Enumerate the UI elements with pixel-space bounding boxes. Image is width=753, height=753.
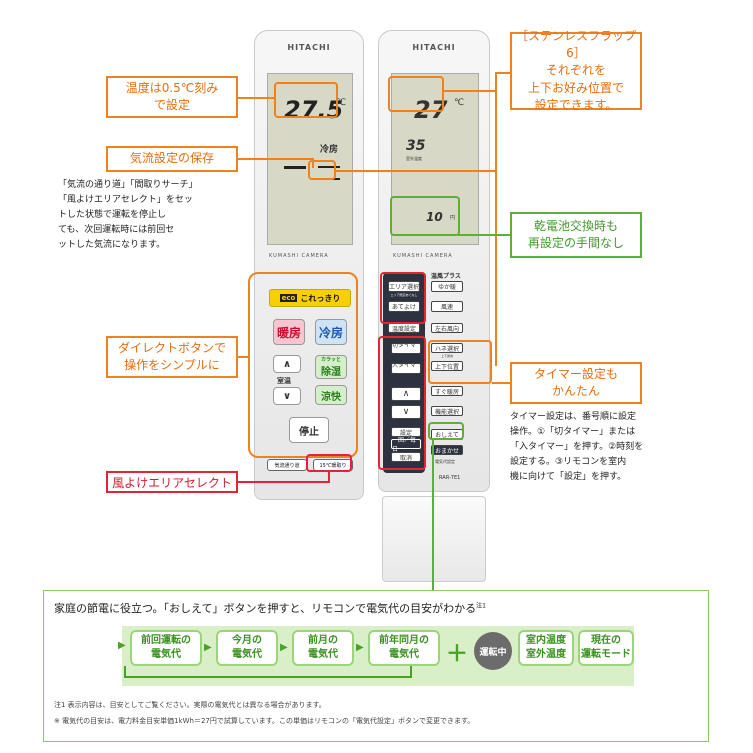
airflow-save-label: 気流設定の保存	[106, 146, 238, 172]
airflow-path-button[interactable]: 気流通り道	[267, 459, 307, 471]
lcd-right-bill-unit: 円	[450, 215, 456, 221]
eco-badge: eco	[279, 294, 298, 302]
eco-button[interactable]: eco これっきり	[269, 289, 351, 307]
lcd-left-unit: ℃	[336, 98, 347, 108]
loop-line	[124, 666, 412, 678]
info-mode: 現在の 運転モード	[578, 630, 634, 666]
battery-label: 乾電池交換時も 再設定の手間なし	[510, 212, 642, 258]
flap-connector-h	[495, 72, 510, 74]
remote-right-cover	[382, 496, 486, 582]
temp-down-button[interactable]: ∨	[273, 387, 301, 405]
timer-desc: タイマー設定は、番号順に設定 操作。①「切タイマー」または 「入タイマー」を押す…	[510, 412, 644, 482]
flap-lcd-line	[444, 90, 496, 92]
oshiete-highlight	[428, 422, 464, 440]
cool-button[interactable]: 冷房	[315, 319, 347, 345]
temp-highlight	[274, 82, 338, 118]
dehum-button[interactable]: カラッと 除湿	[315, 355, 347, 379]
flow-arrow-1: ▶	[204, 642, 212, 653]
flap-label: ［ステンレスフラップ6］ それぞれを 上下お好み位置で 設定できます。	[510, 29, 642, 112]
wind-avoid-label: 風よけエリアセレクト	[106, 471, 238, 493]
battery-highlight	[390, 196, 460, 236]
lcd-left-fan-icon	[284, 166, 306, 176]
bottom-heading: 家庭の節電に役立つ。「おしえて」ボタンを押すと、リモコンで電気代の目安がわかる注…	[54, 600, 486, 616]
lcd-right-bill: 10	[426, 210, 443, 224]
airflow-connector-a	[238, 158, 312, 160]
flow-arrow-3: ▶	[356, 642, 364, 653]
wind-avoid-connector-v	[328, 470, 330, 482]
airflow-highlight	[308, 160, 336, 180]
lcd-left-mode: 冷房	[320, 145, 339, 155]
model-label: RAR-7E1	[439, 475, 461, 481]
set-button[interactable]: 設定	[391, 427, 421, 437]
loop-arrow-start: ▶	[118, 640, 126, 651]
wind-avoid-highlight	[306, 454, 352, 472]
temp-step-connector	[238, 97, 274, 99]
yuka-button[interactable]: ゆか暖	[431, 281, 463, 292]
cancel-button[interactable]: 取消	[391, 452, 421, 462]
temp-step-label: 温度は0.5℃刻み で設定	[106, 76, 238, 118]
timer-down-button[interactable]: ∨	[391, 405, 421, 419]
flap-sub-label: 上下風向	[440, 354, 453, 358]
timer-up-button[interactable]: ∧	[391, 387, 421, 401]
flow-item-last-month: 前月の 電気代	[292, 630, 354, 666]
heat-button[interactable]: 暖房	[273, 319, 305, 345]
note-2: ※ 電気代の目安は、電力料金目安単価1kWh＝27円で試算しています。この単価は…	[54, 717, 475, 725]
heat-plus-label: 温風プラス	[431, 273, 461, 280]
timer-connector	[492, 382, 510, 384]
airflow-to-flap-line	[336, 170, 496, 172]
flow-item-prev-run: 前回運転の 電気代	[130, 630, 202, 666]
kumashi-logo-left: KUMASHI CAMERA	[269, 253, 329, 259]
brand-left: HITACHI	[287, 43, 331, 52]
updown-position-button[interactable]: 上下位置	[431, 361, 463, 371]
fresh-button[interactable]: 涼快	[315, 385, 347, 405]
dehum-small-label: カラッと	[320, 357, 341, 363]
plus-sign: ＋	[446, 642, 469, 667]
function-select-button[interactable]: 機能選択	[431, 406, 463, 416]
note-1: 注1 表示内容は、目安としてご覧ください。実際の電気代とは異なる場合があります。	[54, 701, 326, 709]
running-badge: 運転中	[474, 632, 512, 670]
area-select-button[interactable]: エリア選択	[388, 281, 420, 292]
area-avoid-highlight	[380, 272, 426, 324]
direct-highlight	[248, 272, 358, 458]
flow-arrow-2: ▶	[280, 642, 288, 653]
timer-label: タイマー設定も かんたん	[510, 362, 642, 404]
omakase-button[interactable]: おまかせ	[431, 445, 463, 455]
avoid-button[interactable]: あてよけ	[388, 301, 420, 312]
airflow-connector-b	[312, 158, 314, 168]
direct-connector	[238, 356, 248, 358]
kumashi-logo-right: KUMASHI CAMERA	[393, 253, 453, 259]
temp-up-button[interactable]: ∧	[273, 355, 301, 373]
temp-setting-button[interactable]: 温度設定	[388, 323, 420, 333]
area-select-sub: エリア限定あてなし	[390, 293, 418, 297]
flap-select-button[interactable]: ハネ選択	[431, 343, 463, 353]
brand-right: HITACHI	[412, 43, 456, 52]
temp-label: 室温	[277, 377, 291, 385]
lcd-right-outdoor: 35	[406, 138, 426, 154]
bottom-heading-text: 家庭の節電に役立つ。「おしえて」ボタンを押すと、リモコンで電気代の目安がわかる	[54, 602, 477, 615]
flap-connector-v	[495, 72, 497, 366]
lcd-right-outdoor-label: 室外温度	[406, 156, 422, 161]
eco-label: これっきり	[300, 293, 341, 303]
lcd-left-temp: 27.5	[284, 96, 344, 124]
bill-setting-label: 電気代設定	[435, 459, 455, 464]
direct-button-label: ダイレクトボタンで 操作をシンプルに	[106, 336, 238, 378]
info-temp: 室内温度 室外温度	[518, 630, 574, 666]
remote-right: HITACHI 27 ℃ 35 室外温度 10 円 KUMASHI CAMERA…	[378, 30, 490, 492]
bottom-heading-note: 注1	[476, 602, 486, 610]
flow-item-last-year: 前年同月の 電気代	[368, 630, 440, 666]
fan-speed-button[interactable]: 風速	[431, 301, 463, 312]
airflow-save-desc: 「気流の通り道」「間取りサーチ」 「風よけエリアセレクト」をセッ トした状態で運…	[58, 180, 198, 250]
flow-item-this-month: 今月の 電気代	[216, 630, 278, 666]
stop-button[interactable]: 停止	[289, 417, 329, 443]
oshiete-connector-v	[432, 440, 434, 592]
lr-direction-button[interactable]: 左右風向	[431, 323, 463, 333]
timer-red-highlight	[378, 336, 426, 470]
flap-lcd-highlight	[388, 76, 444, 112]
battery-connector	[458, 234, 510, 236]
wind-avoid-connector-h	[238, 481, 330, 483]
lcd-right-unit: ℃	[454, 98, 465, 108]
flap-button-highlight	[428, 340, 492, 384]
quick-heat-button[interactable]: すぐ暖房	[431, 386, 463, 396]
dehum-label: 除湿	[321, 367, 341, 378]
